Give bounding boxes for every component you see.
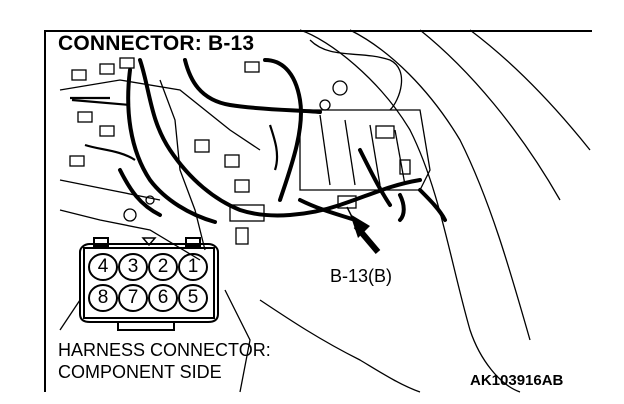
figure-code: AK103916AB bbox=[470, 372, 564, 389]
connector-note-line2: COMPONENT SIDE bbox=[58, 362, 222, 382]
connector-pin: 5 bbox=[187, 287, 199, 308]
connector-pin: 2 bbox=[157, 256, 169, 277]
connector-pin: 7 bbox=[127, 287, 139, 308]
diagram-title: CONNECTOR: B-13 bbox=[58, 32, 255, 55]
connector-note-line1: HARNESS CONNECTOR: bbox=[58, 340, 271, 360]
diagram-frame bbox=[44, 30, 592, 392]
connector-pin: 4 bbox=[97, 256, 109, 277]
connector-pin: 1 bbox=[187, 256, 199, 277]
connector-callout-label: B-13(B) bbox=[330, 266, 393, 286]
connector-pin: 3 bbox=[127, 256, 139, 277]
connector-pin: 8 bbox=[97, 287, 109, 308]
connector-pin: 6 bbox=[157, 287, 169, 308]
